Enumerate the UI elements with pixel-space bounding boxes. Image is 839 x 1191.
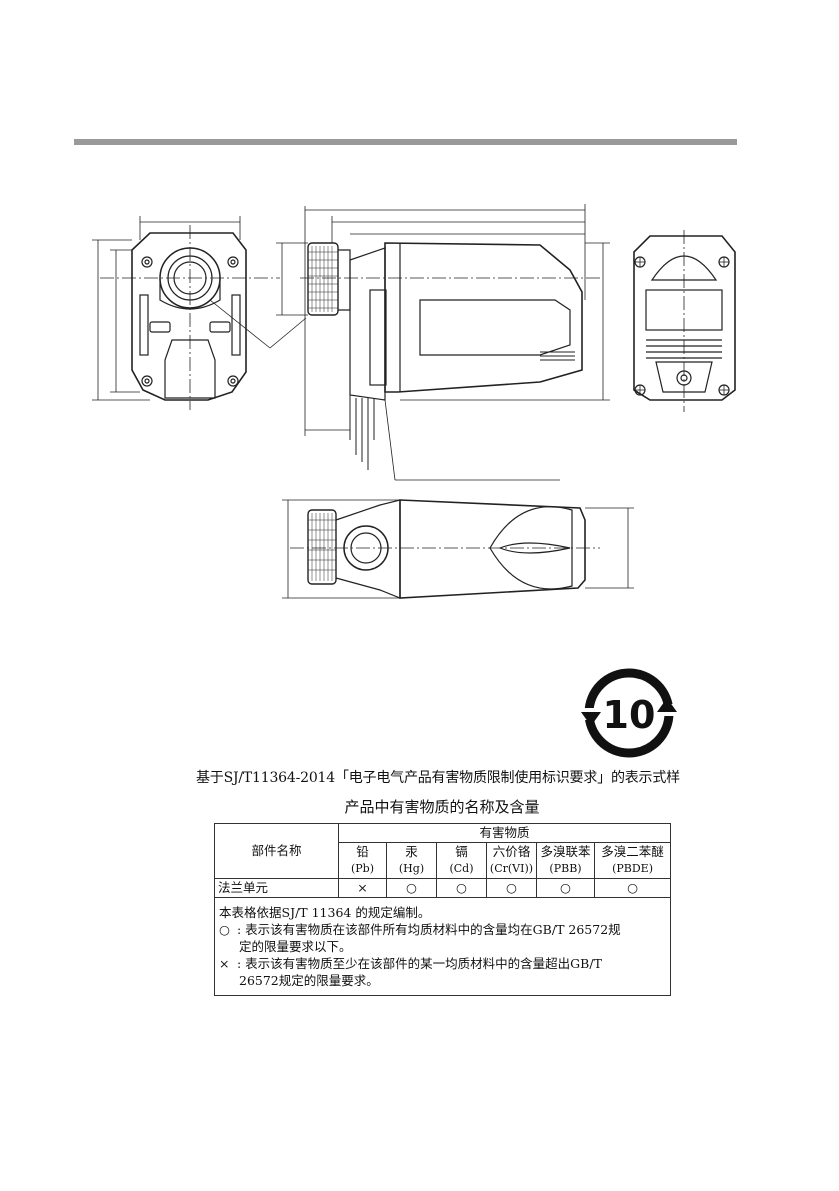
circle-mark: ○ bbox=[219, 921, 237, 938]
top-view bbox=[282, 500, 634, 598]
note-cross-1: : 表示该有害物质至少在该部件的某一均质材料中的含量超出GB/T bbox=[237, 956, 602, 971]
table-notes: 本表格依据SJ/T 11364 的规定编制。 ○: 表示该有害物质在该部件所有均… bbox=[215, 898, 671, 996]
front-view bbox=[92, 216, 306, 410]
hazardous-substance-table: 部件名称 有害物质 铅(Pb) 汞(Hg) 镉(Cd) 六价铬(Cr(VI)) … bbox=[214, 823, 671, 996]
value-cd: ○ bbox=[437, 879, 487, 898]
note-basis: 本表格依据SJ/T 11364 的规定编制。 bbox=[219, 904, 666, 921]
substance-cr6: 六价铬(Cr(VI)) bbox=[487, 843, 537, 879]
back-view bbox=[634, 230, 735, 412]
part-name-header: 部件名称 bbox=[215, 824, 339, 879]
value-pbde: ○ bbox=[595, 879, 671, 898]
part-name: 法兰单元 bbox=[215, 879, 339, 898]
value-pbb: ○ bbox=[537, 879, 595, 898]
table-title: 产品中有害物质的名称及含量 bbox=[214, 796, 670, 818]
substance-pb: 铅(Pb) bbox=[339, 843, 387, 879]
substance-pbb: 多溴联苯(PBB) bbox=[537, 843, 595, 879]
hazard-header: 有害物质 bbox=[339, 824, 671, 843]
note-circle-2: 定的限量要求以下。 bbox=[219, 938, 666, 955]
rohs-10-logo: 10 bbox=[579, 668, 679, 758]
substance-pbde: 多溴二苯醚(PBDE) bbox=[595, 843, 671, 879]
substance-cd: 镉(Cd) bbox=[437, 843, 487, 879]
value-cr6: ○ bbox=[487, 879, 537, 898]
value-hg: ○ bbox=[387, 879, 437, 898]
value-pb: × bbox=[339, 879, 387, 898]
cross-mark: × bbox=[219, 955, 237, 972]
side-view bbox=[276, 204, 610, 480]
substance-hg: 汞(Hg) bbox=[387, 843, 437, 879]
rohs-number: 10 bbox=[603, 693, 656, 737]
standard-heading: 基于SJ/T11364-2014「电子电气产品有害物质限制使用标识要求」的表示式… bbox=[196, 768, 686, 788]
note-circle-1: : 表示该有害物质在该部件所有均质材料中的含量均在GB/T 26572规 bbox=[237, 922, 621, 937]
note-cross-2: 26572规定的限量要求。 bbox=[219, 972, 666, 989]
table-row: 法兰单元 × ○ ○ ○ ○ ○ bbox=[215, 879, 671, 898]
dimension-drawing bbox=[0, 0, 839, 660]
